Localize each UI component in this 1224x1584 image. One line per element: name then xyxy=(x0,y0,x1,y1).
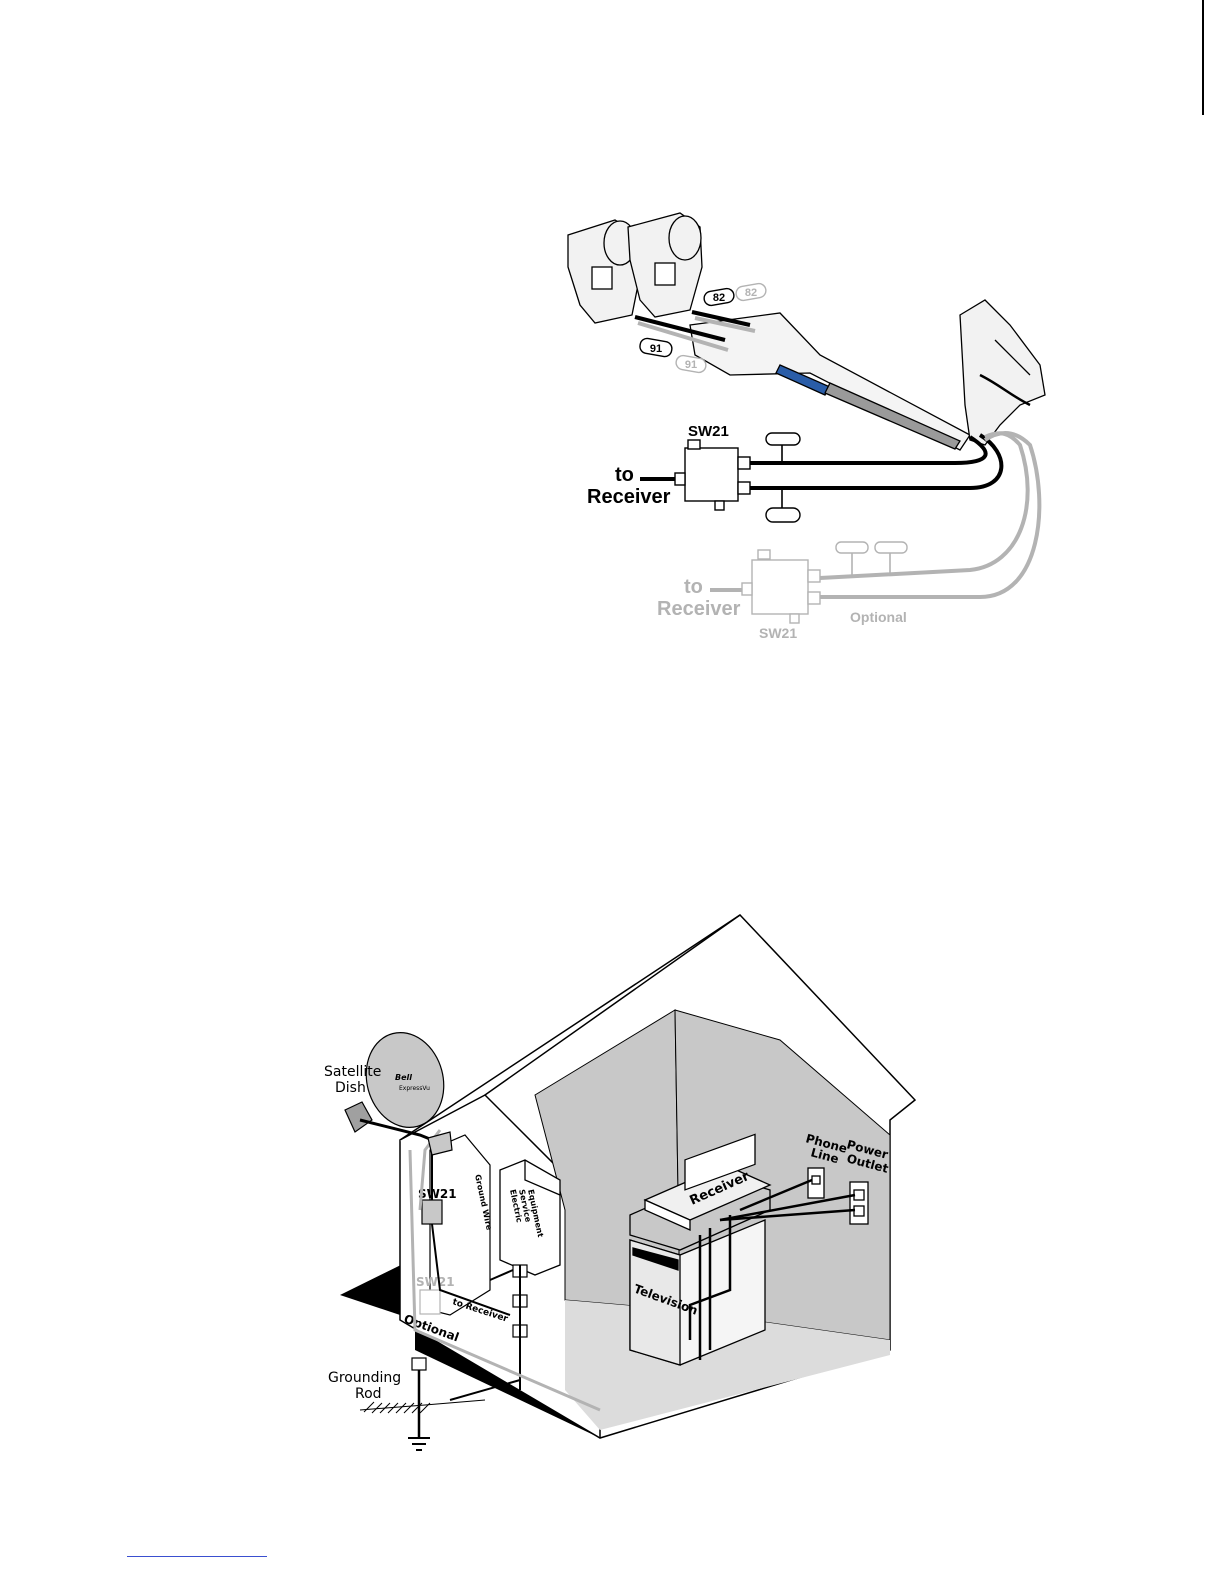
sw21-optional-label: SW21 xyxy=(416,1275,455,1289)
cable-tag-91-black: 91 xyxy=(639,337,673,357)
lnb-assembly xyxy=(568,213,702,323)
cable-tag-82-black: 82 xyxy=(703,288,735,307)
dish-bracket xyxy=(960,300,1045,445)
satellite-label-1: Satellite xyxy=(324,1064,381,1080)
dish-arm xyxy=(690,313,970,450)
page-edge-line xyxy=(1202,0,1204,115)
satellite-label-2: Dish xyxy=(335,1080,366,1096)
receiver-label-optional: Receiver xyxy=(657,598,741,620)
cable-tag-blank-bottom xyxy=(766,488,800,522)
footer-link-underline[interactable] xyxy=(127,1556,267,1557)
sw21-wall xyxy=(422,1200,442,1224)
power-outlet xyxy=(850,1182,868,1224)
optional-label: Optional xyxy=(850,609,907,625)
sw21-label: SW21 xyxy=(688,423,729,440)
svg-text:82: 82 xyxy=(713,292,725,304)
sw21-label-optional: SW21 xyxy=(759,625,797,641)
svg-text:91: 91 xyxy=(650,343,662,355)
receiver-label: Receiver xyxy=(587,486,671,508)
dish-brand: Bell xyxy=(395,1073,412,1082)
svg-text:91: 91 xyxy=(685,359,697,371)
grounding-label-1: Grounding xyxy=(328,1370,401,1386)
to-label-optional: to xyxy=(684,576,703,598)
lnb-switch-diagram: 82 82 91 91 SW21 to Receiver xyxy=(540,205,1060,660)
sw21-switch xyxy=(675,440,750,510)
cable-tag-optional-2 xyxy=(875,542,907,575)
optional-cables xyxy=(820,433,1039,597)
phone-jack xyxy=(808,1168,824,1198)
house-installation-diagram: Receiver Television Phone Line Power Out… xyxy=(300,910,940,1470)
to-label: to xyxy=(615,464,634,486)
grounding-label-2: Rod xyxy=(355,1386,382,1402)
sw21-wall-optional xyxy=(420,1290,440,1314)
cable-tag-82-grey: 82 xyxy=(735,283,767,302)
cable-tag-optional-1 xyxy=(836,542,868,577)
sw21-switch-optional xyxy=(742,550,820,623)
cable-tag-blank-top xyxy=(766,433,800,463)
sw21-wall-label: SW21 xyxy=(418,1187,457,1201)
dish-brand-sub: ExpressVu xyxy=(399,1085,430,1092)
svg-text:82: 82 xyxy=(745,287,757,299)
